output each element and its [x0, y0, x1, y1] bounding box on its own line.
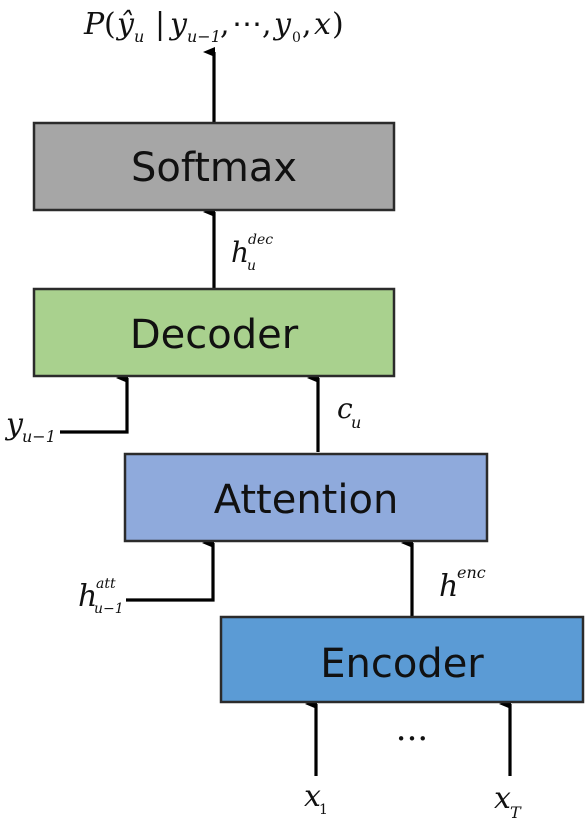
- formula-x: x: [314, 7, 331, 42]
- y-prev-subscript: u−1: [22, 427, 56, 446]
- h-dec-base: h: [231, 236, 249, 269]
- xT-base: x: [494, 781, 511, 816]
- formula-yhat-subscript: u: [134, 27, 144, 46]
- encoder-label: Encoder: [320, 641, 484, 687]
- encoder-box: [219, 615, 585, 704]
- c-subscript: u: [351, 413, 361, 432]
- formula-y0-subscript: 0: [292, 30, 301, 46]
- formula-P: P: [83, 7, 105, 42]
- input-ellipsis: ···: [396, 719, 428, 759]
- y-prev-base: y: [4, 407, 24, 442]
- input-xT-label: x T: [494, 781, 522, 822]
- h-enc-superscript: enc: [457, 563, 486, 582]
- formula-y-prev: y: [168, 7, 188, 42]
- encoder-block: Encoder: [219, 615, 585, 704]
- decoder-hidden-state-label: h dec u: [231, 232, 273, 274]
- softmax-box: [32, 121, 396, 212]
- formula-comma-3: ,: [302, 7, 312, 42]
- attention-box: [123, 452, 489, 543]
- formula-close-paren: ): [332, 7, 344, 42]
- output-probability-formula: P ( ŷ u | y u−1 , ⋯ , y 0 , x ): [83, 7, 344, 46]
- formula-y0: y: [272, 7, 292, 42]
- x1-subscript: 1: [319, 802, 328, 818]
- softmax-block: Softmax: [32, 121, 396, 212]
- attention-label: Attention: [214, 477, 399, 523]
- input-x1-label: x 1: [304, 779, 328, 818]
- h-dec-superscript: dec: [248, 232, 273, 248]
- attention-block: Attention: [123, 452, 489, 543]
- h-att-subscript: u−1: [94, 601, 124, 617]
- c-base: c: [337, 392, 353, 425]
- h-enc-base: h: [439, 569, 458, 604]
- encoder-hidden-state-label: h enc: [439, 563, 486, 604]
- previous-output-label: y u−1: [4, 407, 56, 446]
- decoder-block: Decoder: [32, 287, 396, 378]
- context-vector-label: c u: [337, 392, 361, 432]
- formula-comma-1: ,: [220, 7, 230, 42]
- arrow-hatt-to-attention: [126, 538, 215, 602]
- formula-yhat: ŷ: [115, 7, 135, 42]
- arrow-yprev-to-decoder: [60, 373, 129, 434]
- formula-given-bar: |: [155, 7, 165, 42]
- formula-open-paren: (: [104, 7, 116, 42]
- decoder-box: [32, 287, 396, 378]
- formula-y-prev-subscript: u−1: [187, 27, 221, 46]
- xT-subscript: T: [510, 803, 522, 822]
- h-dec-subscript: u: [247, 258, 256, 274]
- x1-base: x: [304, 779, 321, 814]
- formula-comma-2: ,: [262, 7, 272, 42]
- h-att-base: h: [78, 579, 97, 614]
- decoder-label: Decoder: [130, 312, 299, 358]
- previous-attention-state-label: h att u−1: [78, 576, 124, 617]
- softmax-label: Softmax: [131, 145, 297, 191]
- formula-dots: ⋯: [232, 7, 262, 42]
- h-att-superscript: att: [96, 576, 116, 592]
